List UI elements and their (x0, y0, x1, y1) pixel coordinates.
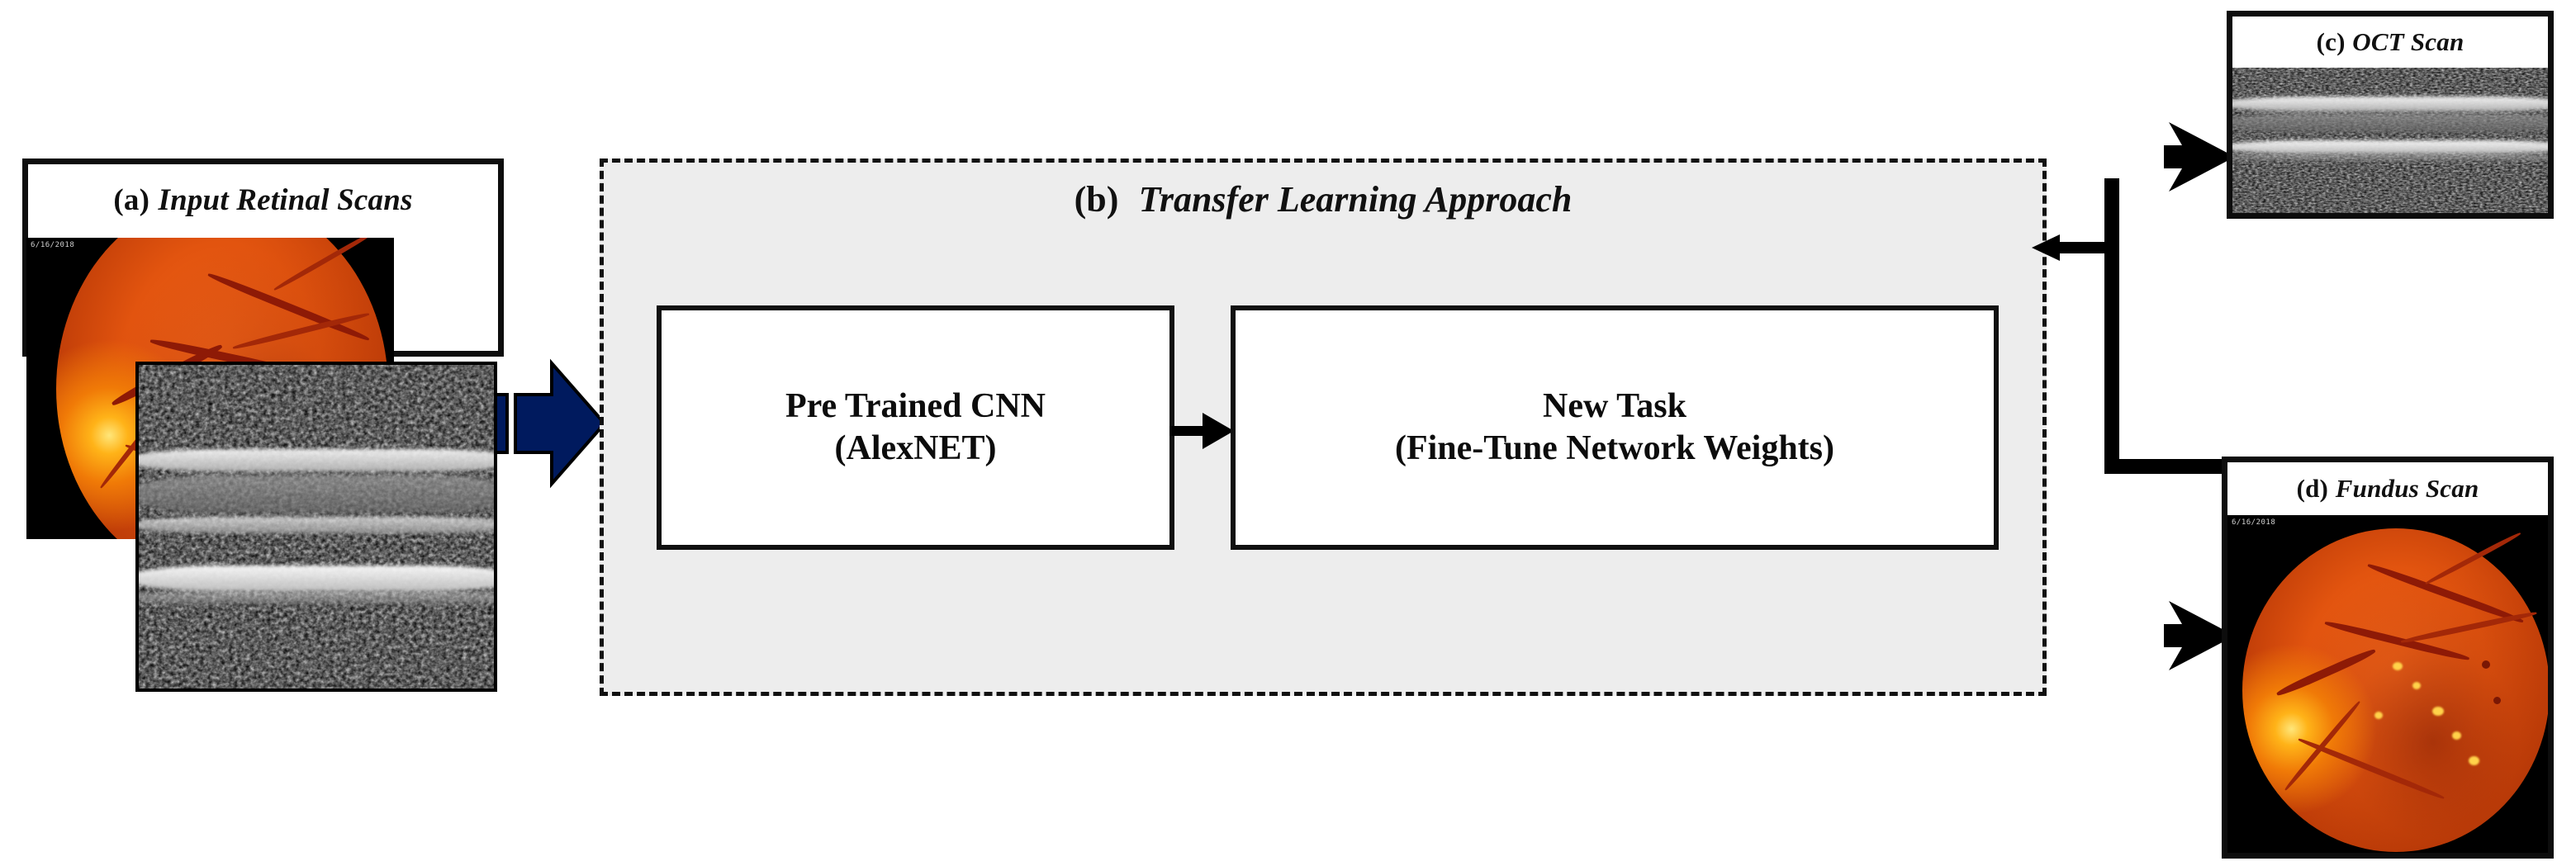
input-to-approach-arrow (489, 355, 609, 491)
fundus-exudate (2374, 712, 2383, 719)
fundus-corner-id: 6/16/2018 (31, 241, 75, 249)
panel-input-title: (a) Input Retinal Scans (28, 164, 498, 235)
oct-retinal-layer (139, 475, 494, 514)
fundus-exudate (2393, 662, 2403, 670)
fundus-hemorrhage (2482, 660, 2490, 669)
panel-oct-scan: (c) OCT Scan (2227, 11, 2554, 219)
stage-box-new-task[interactable]: New Task (Fine-Tune Network Weights) (1231, 305, 1999, 550)
input-oct-image (135, 362, 497, 692)
oct-output-image (2232, 68, 2548, 213)
arrow-to-oct-output (2164, 122, 2238, 193)
oct-retinal-layer (2232, 140, 2548, 154)
panel-fundus-scan: (d) Fundus Scan 6/16/2018 (2222, 457, 2554, 859)
panel-input-label-paren: (a) (113, 182, 150, 217)
arrow-right-icon (2164, 601, 2235, 670)
panel-input-label-text: Input Retinal Scans (158, 182, 413, 217)
stage-box-new-task-line1: New Task (1543, 386, 1686, 425)
panel-oct-label-text: OCT Scan (2352, 27, 2465, 56)
panel-fundus-label-text: Fundus Scan (2335, 474, 2479, 503)
oct-retinal-layer (2232, 97, 2548, 111)
stage-box-pretrained-cnn-line1: Pre Trained CNN (785, 386, 1046, 425)
fundus-output-image: 6/16/2018 (2227, 515, 2548, 853)
fundus-exudate (2432, 707, 2444, 716)
panel-fundus-title: (d) Fundus Scan (2227, 462, 2548, 515)
oct-retinal-layer (139, 591, 494, 605)
oct-retinal-layer (139, 448, 494, 472)
oct-retinal-layer (2232, 112, 2548, 134)
stage-box-pretrained-cnn[interactable]: Pre Trained CNN (AlexNET) (657, 305, 1174, 550)
oct-retinal-layer (139, 517, 494, 533)
arrow-right-icon (2164, 122, 2235, 192)
panel-oct-title: (c) OCT Scan (2232, 17, 2548, 68)
fundus-exudate (2412, 682, 2421, 689)
stage-box-pretrained-cnn-line2: (AlexNET) (834, 429, 997, 467)
panel-oct-label-paren: (c) (2316, 27, 2346, 56)
oct-retinal-layer (139, 566, 494, 592)
transfer-learning-label-paren: (b) (1074, 179, 1119, 220)
stage-box-new-task-line2: (Fine-Tune Network Weights) (1394, 429, 1834, 467)
stage-connector-arrow (1169, 411, 1236, 451)
fundus-corner-id: 6/16/2018 (2232, 518, 2276, 527)
fundus-hemorrhage (2493, 697, 2501, 704)
arrow-to-fundus-output (2164, 601, 2238, 672)
oct-retinal-layer (2232, 153, 2548, 161)
transfer-learning-label-text: Transfer Learning Approach (1138, 179, 1573, 220)
block-arrow-right-icon (494, 358, 607, 489)
fundus-exudate (2452, 731, 2461, 740)
fundus-exudate (2469, 756, 2479, 765)
arrow-right-icon (1169, 413, 1234, 449)
panel-fundus-label-paren: (d) (2296, 474, 2329, 503)
transfer-learning-title: (b) Transfer Learning Approach (600, 178, 2047, 220)
